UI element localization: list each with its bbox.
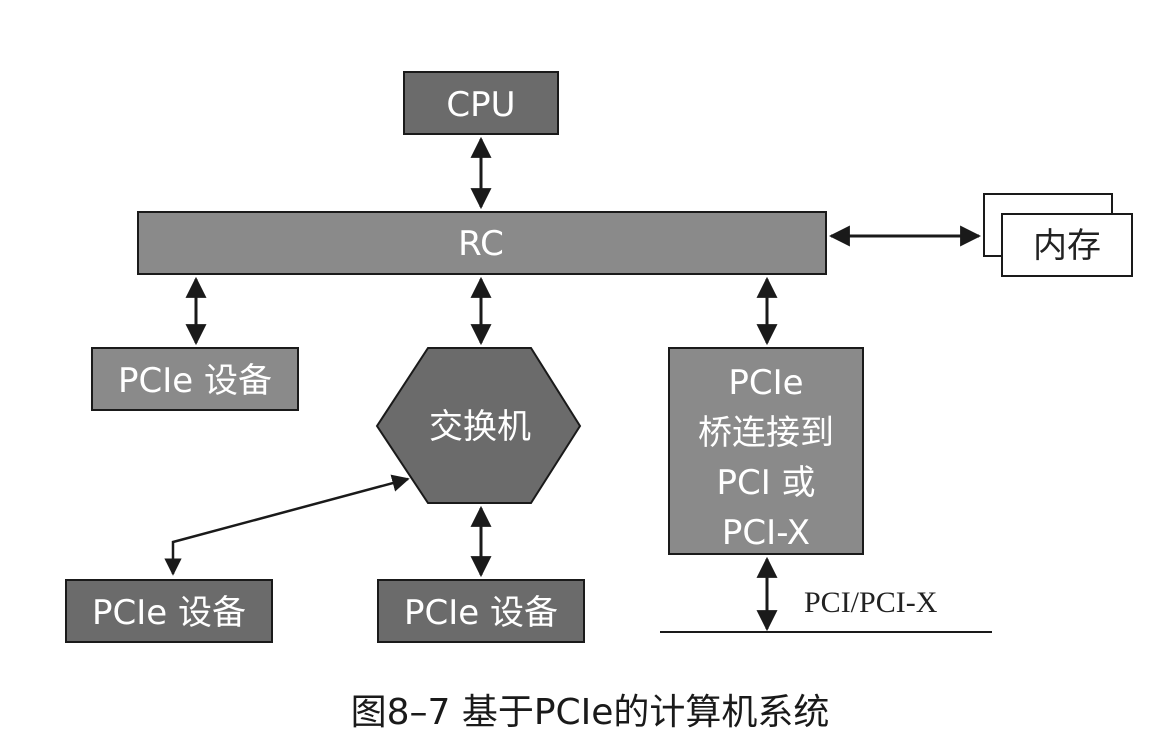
switch-label: 交换机 (429, 407, 531, 447)
pci-bus-label: PCI/PCI-X (804, 586, 938, 619)
cpu-label: CPU (446, 85, 515, 125)
pcie-device-bottom-mid-box (377, 579, 585, 643)
link-switch-device-bottom-left (164, 474, 410, 576)
pcie-device-bottom-left-box (65, 579, 273, 643)
bridge-box (668, 347, 864, 555)
switch-hexagon (375, 347, 582, 504)
bridge-label-line-4: PCI-X (722, 513, 810, 553)
figure-caption: 图8–7 基于PCIe的计算机系统 (351, 692, 830, 733)
rc-bar (137, 211, 827, 275)
bridge-label-line-3: PCI 或 (716, 463, 815, 503)
pcie-device-bottom-mid-label: PCIe 设备 (404, 593, 558, 633)
memory-label: 内存 (1033, 226, 1101, 266)
memory-box (1001, 213, 1133, 277)
pcie-device-left-label: PCIe 设备 (118, 361, 272, 401)
pcie-device-bottom-left-label: PCIe 设备 (92, 593, 246, 633)
cpu-box (403, 71, 559, 135)
bridge-label-line-2: 桥连接到 (698, 413, 834, 453)
pcie-device-left-box (91, 347, 299, 411)
rc-label: RC (458, 224, 504, 264)
bridge-label-line-1: PCIe (728, 363, 803, 403)
